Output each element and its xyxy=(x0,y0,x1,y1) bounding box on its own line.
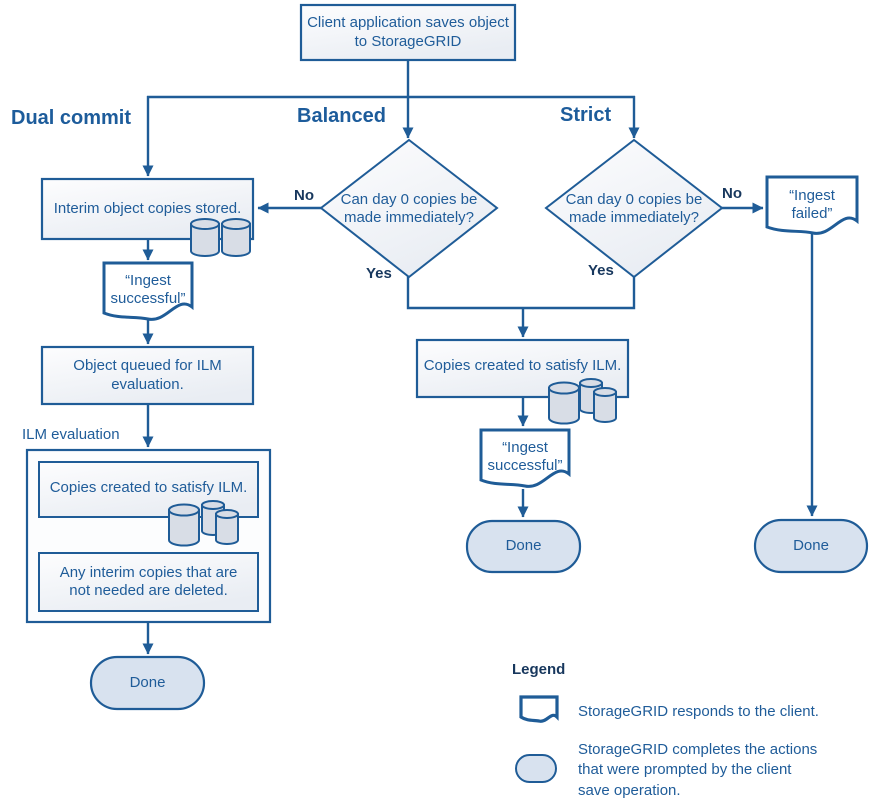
done-merged-stadium xyxy=(465,519,582,574)
interim-box-label: Interim object copies stored. xyxy=(53,199,242,217)
interim-cylinders xyxy=(190,218,251,257)
start-box-label: Client application saves object to Stora… xyxy=(307,14,509,50)
copies-created-dual-label: Copies created to satisfy ILM. xyxy=(49,478,248,496)
strict-question-label: Can day 0 copies be made immediately? xyxy=(565,190,703,226)
ilm-evaluation-label: ILM evaluation xyxy=(22,426,120,443)
ingest-failed-document xyxy=(765,175,859,235)
ingest-successful-merged-document xyxy=(479,428,571,488)
balanced-yes-label: Yes xyxy=(366,265,392,282)
start-box xyxy=(299,3,517,62)
legend-stadium-icon xyxy=(515,754,557,783)
yes-merge-line xyxy=(406,276,636,310)
copies-merged-cylinders xyxy=(548,378,617,425)
ingest-successful-merged-label: “Ingest successful” xyxy=(487,438,563,474)
copies-created-merged-label: Copies created to satisfy ILM. xyxy=(423,356,622,374)
object-queued-label: Object queued for ILM evaluation. xyxy=(73,357,222,393)
interim-box xyxy=(40,177,255,241)
connector-lines xyxy=(142,61,818,655)
ingest-successful-dual-label: “Ingest successful” xyxy=(110,271,186,307)
strict-decision-diamond xyxy=(544,138,724,279)
legend-responds-text: StorageGRID responds to the client. xyxy=(578,703,819,720)
strict-heading: Strict xyxy=(560,104,612,126)
strict-yes-label: Yes xyxy=(588,262,614,279)
legend-completes-text: StorageGRID completes the actions that w… xyxy=(578,741,818,799)
legend-title: Legend xyxy=(512,661,566,678)
done-dual-stadium xyxy=(89,655,206,711)
copies-dual-cylinders xyxy=(168,500,239,547)
object-queued-box xyxy=(40,345,255,406)
interim-deleted-label: Any interim copies that are not needed a… xyxy=(59,563,238,599)
strict-no-label: No xyxy=(722,185,742,202)
done-merged-label: Done xyxy=(505,537,542,555)
dual-commit-heading: Dual commit xyxy=(11,107,132,129)
done-dual-label: Done xyxy=(129,673,166,691)
done-strict-label: Done xyxy=(793,536,829,554)
ingest-successful-dual-document xyxy=(102,261,194,321)
ingest-failed-label: “Ingest failed” xyxy=(789,186,835,222)
done-strict-stadium xyxy=(753,518,869,574)
legend-document-icon xyxy=(519,695,559,723)
balanced-heading: Balanced xyxy=(297,105,386,127)
balanced-question-label: Can day 0 copies be made immediately? xyxy=(340,190,478,226)
interim-deleted-box xyxy=(38,552,259,612)
balanced-no-label: No xyxy=(294,187,314,204)
balanced-decision-diamond xyxy=(319,138,499,279)
